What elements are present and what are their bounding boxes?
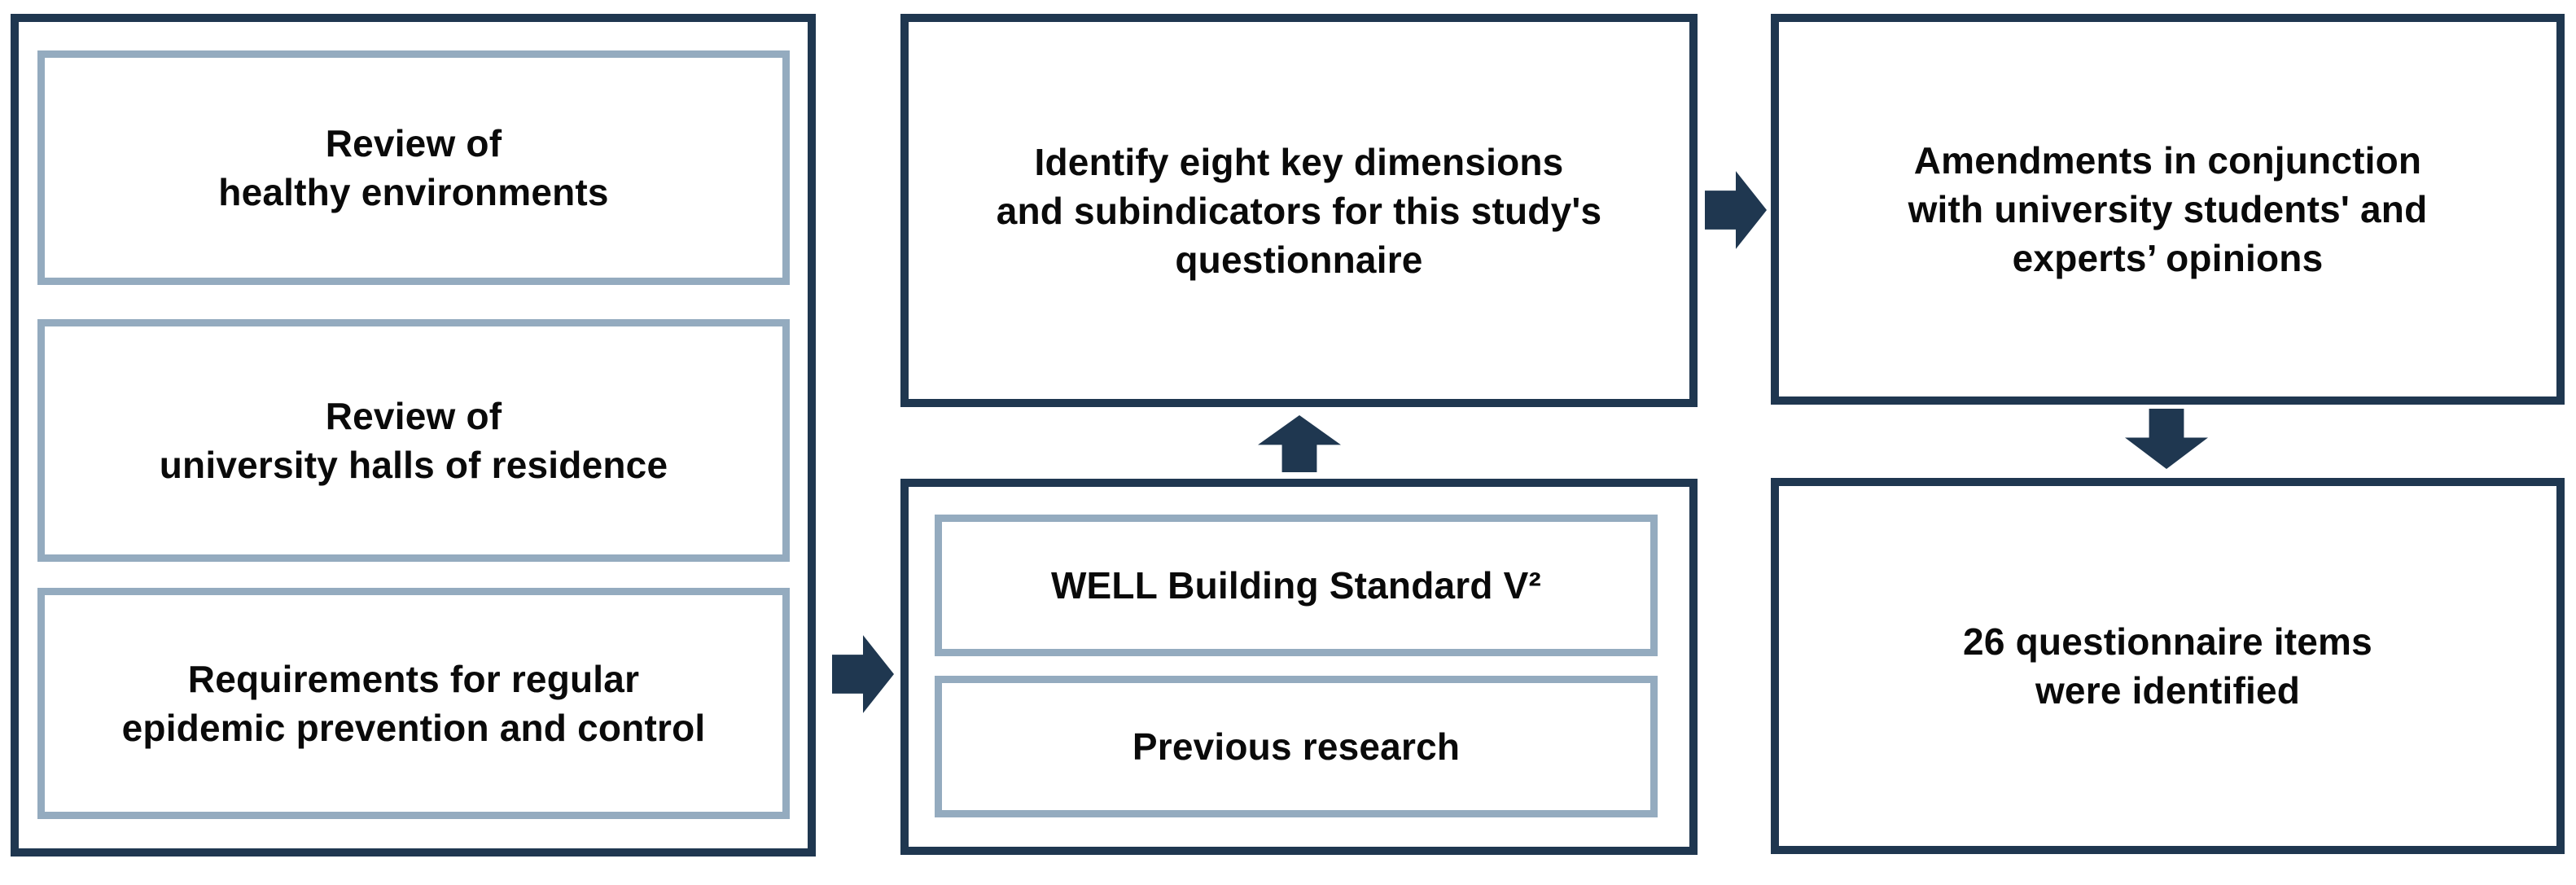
review-university-halls-box: Review of university halls of residence: [37, 319, 790, 562]
amendments-box: Amendments in conjunction with universit…: [1771, 14, 2565, 405]
result-box: 26 questionnaire items were identified: [1771, 478, 2565, 854]
amendments-label: Amendments in conjunction with universit…: [1908, 139, 2428, 279]
well-building-standard-label: WELL Building Standard V²: [1050, 564, 1542, 607]
epidemic-requirements-label: Requirements for regular epidemic preven…: [121, 658, 706, 749]
review-healthy-environments-box: Review of healthy environments: [37, 50, 790, 285]
right-arrow-icon: [1705, 171, 1767, 249]
up-arrow-icon: [1258, 415, 1341, 472]
epidemic-requirements-box: Requirements for regular epidemic preven…: [37, 588, 790, 819]
well-building-standard-box: WELL Building Standard V²: [935, 515, 1658, 656]
previous-research-label: Previous research: [1132, 725, 1461, 768]
result-label: 26 questionnaire items were identified: [1963, 620, 2372, 712]
identify-dimensions-label: Identify eight key dimensions and subind…: [996, 140, 1602, 281]
right-arrow-icon: [832, 635, 894, 713]
previous-research-box: Previous research: [935, 676, 1658, 817]
identify-dimensions-box: Identify eight key dimensions and subind…: [900, 14, 1698, 407]
down-arrow-icon: [2125, 409, 2208, 469]
review-university-halls-label: Review of university halls of residence: [159, 395, 668, 486]
review-healthy-environments-label: Review of healthy environments: [218, 122, 609, 213]
